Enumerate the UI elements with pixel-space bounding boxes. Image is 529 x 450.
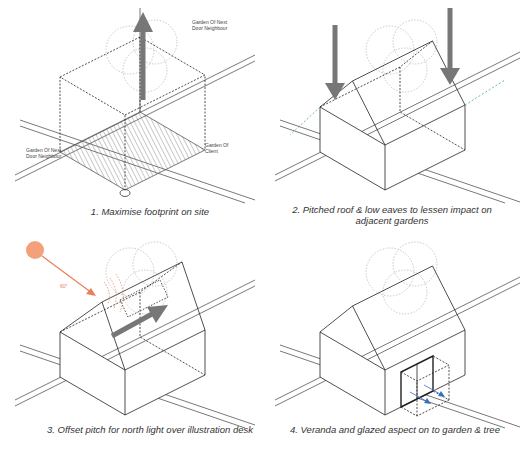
site-boundary <box>275 277 520 428</box>
step-caption: 3. Offset pitch for north light over ill… <box>25 425 275 436</box>
view-arrows-part <box>424 385 442 395</box>
up-arrow-part <box>133 12 153 32</box>
house-pitched-part <box>400 67 465 150</box>
down-arrows-part <box>448 8 453 70</box>
house-veranda-part <box>320 306 385 370</box>
house-offset-pitch-part <box>182 262 205 330</box>
down-arrows <box>325 8 460 100</box>
up-arrow <box>133 12 153 100</box>
veranda-frame <box>401 356 449 416</box>
tree-outline <box>366 242 437 314</box>
house-pitched <box>320 41 465 190</box>
view-arrows-part <box>410 392 428 402</box>
house-veranda <box>320 266 465 415</box>
tree-outline-part <box>383 270 427 314</box>
sightlines-part <box>290 107 320 135</box>
sun-ray-part <box>86 288 96 296</box>
sun <box>26 241 44 259</box>
house-veranda-part <box>433 266 466 330</box>
garden-label: Garden Of Next Door Neighbour <box>192 20 234 32</box>
house-veranda-part <box>320 330 465 415</box>
house-veranda-part <box>385 370 386 415</box>
sightlines <box>290 80 505 135</box>
tree-outline-part <box>393 242 437 286</box>
view-arrows-part <box>424 398 431 404</box>
panel-four <box>275 242 520 428</box>
tree-outline <box>366 20 437 92</box>
up-arrow-part <box>141 30 146 100</box>
garden-label: Garden Of Next Door Neighbour <box>26 148 62 160</box>
house-veranda-part <box>353 266 433 306</box>
sun-ray-part <box>42 256 92 293</box>
panel-three <box>15 241 255 428</box>
footprint-hatch <box>60 112 205 190</box>
light-arcs-part <box>116 274 123 312</box>
tree-outline-part <box>366 26 414 74</box>
sightlines-part <box>465 80 505 105</box>
light-arcs-part <box>110 278 116 308</box>
site-boundary <box>275 52 520 203</box>
tree-outline-part <box>366 248 414 296</box>
house-offset-pitch-part <box>140 292 205 375</box>
house-veranda-part <box>401 356 433 407</box>
house-pitched-part <box>320 105 465 190</box>
light-arrow-part <box>112 314 152 336</box>
veranda-frame-part <box>401 356 449 381</box>
down-arrows-part <box>440 68 460 85</box>
view-arrows-part <box>438 391 445 397</box>
light-arcs-part <box>104 282 109 304</box>
house-offset-pitch-part <box>60 262 182 332</box>
veranda-frame-part <box>417 381 418 416</box>
site-boundary <box>15 280 255 428</box>
step-caption: 4. Veranda and glazed aspect on to garde… <box>275 425 515 436</box>
step-caption: 2. Pitched roof & low eaves to lessen im… <box>292 205 492 227</box>
tree-trunk <box>120 190 130 197</box>
tree-outline-part <box>133 242 177 286</box>
veranda-frame-part <box>449 365 450 400</box>
light-arrow <box>112 305 168 336</box>
step-caption: 1. Maximise footprint on site <box>40 207 260 218</box>
max-volume-part <box>125 75 205 150</box>
max-volume-part <box>140 37 141 112</box>
down-arrows-part <box>333 25 338 85</box>
view-arrows <box>410 385 445 404</box>
panel-one <box>15 8 255 203</box>
house-pitched-part <box>385 145 386 190</box>
house-offset-pitch-part <box>60 330 205 415</box>
max-volume-part <box>60 77 125 190</box>
house-offset-pitch-part <box>102 262 182 302</box>
sun-ray <box>42 256 96 296</box>
tree-outline <box>106 242 177 314</box>
veranda-frame-part <box>401 391 449 416</box>
house-pitched-part <box>353 41 433 81</box>
max-volume-part <box>60 37 205 77</box>
house-offset-pitch-part <box>125 370 126 415</box>
max-volume <box>60 37 205 190</box>
down-arrows-part <box>325 83 345 100</box>
light-arrow-part <box>147 305 168 323</box>
garden-label: Garden Of Client <box>205 143 235 155</box>
angle-label: 60° <box>60 284 80 290</box>
tree-outline-part <box>106 248 154 296</box>
light-arcs <box>104 274 123 312</box>
site-boundary <box>15 8 255 203</box>
panel-two <box>275 8 520 203</box>
